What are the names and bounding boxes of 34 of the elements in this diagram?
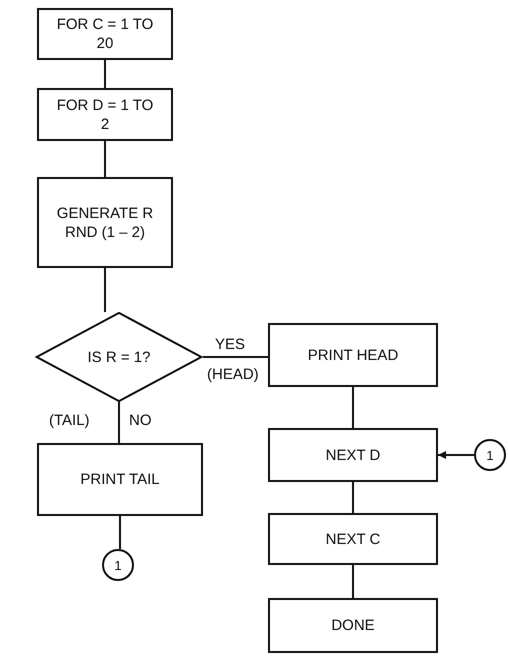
node-label: NEXT C — [326, 530, 380, 548]
connector-line — [104, 141, 106, 177]
process-box — [37, 443, 203, 516]
process-box — [37, 177, 173, 268]
connector-line — [203, 356, 268, 358]
connector-line — [104, 60, 106, 88]
node-label: GENERATE R RND (1 – 2) — [56, 204, 154, 242]
process-box — [37, 88, 173, 141]
process-box — [268, 598, 438, 653]
process-box — [37, 8, 173, 60]
connector-line — [352, 387, 354, 428]
node-label: 1 — [486, 446, 494, 464]
process-box — [268, 323, 438, 387]
connector-circle — [474, 439, 506, 471]
node-label: FOR C = 1 TO 20 — [56, 15, 154, 53]
process-box — [268, 513, 438, 565]
node-label: DONE — [331, 616, 375, 635]
node-label: PRINT HEAD — [308, 346, 398, 364]
connector-line — [104, 268, 106, 312]
connector-line — [119, 516, 121, 549]
connector-line — [118, 402, 120, 443]
node-label: 1 — [114, 556, 122, 574]
node-label: FOR D = 1 TO 2 — [56, 96, 154, 134]
branch-note: (TAIL) — [47, 412, 92, 429]
node-label: NEXT D — [326, 446, 380, 464]
connector-line — [352, 565, 354, 598]
process-box — [268, 428, 438, 482]
connector-circle — [102, 549, 134, 581]
connector-line — [352, 482, 354, 513]
node-label: PRINT TAIL — [80, 470, 160, 489]
node-label: IS R = 1? — [86, 348, 152, 366]
arrow — [438, 451, 474, 459]
decision-diamond — [35, 312, 203, 402]
branch-note: (HEAD) — [205, 366, 261, 383]
